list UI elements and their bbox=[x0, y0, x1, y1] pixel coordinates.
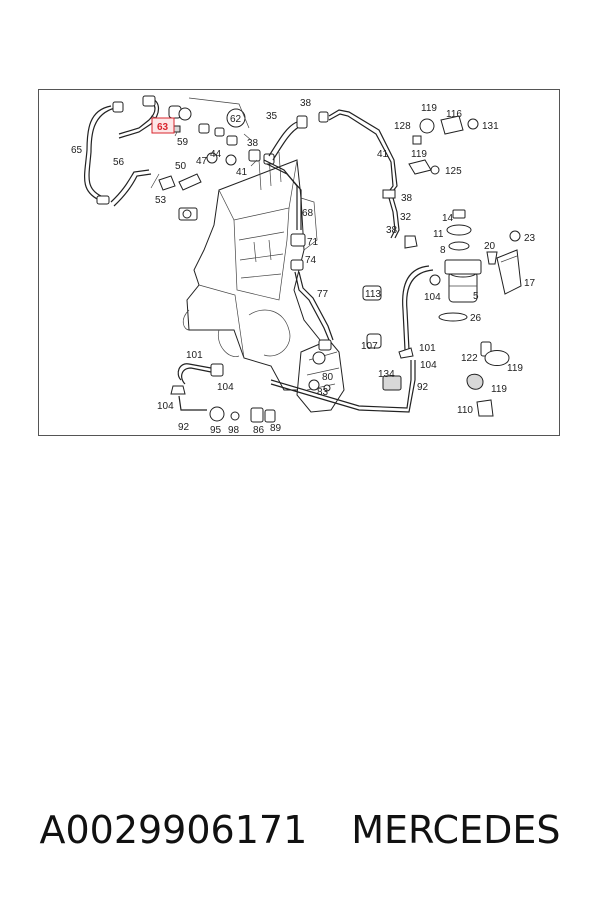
label-20: 20 bbox=[484, 241, 496, 252]
right-small-parts bbox=[362, 235, 418, 391]
exploded-view-drawing: 65 56 63 59 62 35 38 41 119 116 128 131 … bbox=[71, 95, 536, 435]
fuel-line-56 bbox=[110, 95, 160, 207]
label-104-mid: 104 bbox=[217, 382, 234, 393]
label-38-left: 38 bbox=[247, 138, 259, 149]
fuel-line-77 bbox=[294, 271, 334, 341]
label-80: 80 bbox=[322, 372, 334, 383]
label-116: 116 bbox=[446, 109, 462, 120]
clamp-26 bbox=[438, 312, 468, 322]
part-labels: 65 56 63 59 62 35 38 41 119 116 128 131 … bbox=[71, 98, 536, 435]
label-41-left: 41 bbox=[236, 167, 248, 178]
bolts-20-23 bbox=[486, 230, 521, 265]
label-56: 56 bbox=[113, 157, 125, 168]
label-63-highlighted: 63 bbox=[157, 122, 169, 133]
label-83: 83 bbox=[317, 387, 329, 398]
label-71: 71 bbox=[307, 237, 319, 248]
label-104-left: 104 bbox=[157, 401, 174, 412]
label-86: 86 bbox=[253, 425, 265, 435]
label-119-lower: 119 bbox=[507, 363, 523, 374]
label-68: 68 bbox=[302, 208, 314, 219]
label-74: 74 bbox=[305, 255, 317, 266]
label-131: 131 bbox=[482, 121, 499, 132]
parts-diagram: 65 56 63 59 62 35 38 41 119 116 128 131 … bbox=[38, 89, 560, 436]
upper-right-parts bbox=[408, 115, 479, 175]
label-50: 50 bbox=[175, 161, 187, 172]
banjo-fittings-bottom bbox=[209, 406, 276, 423]
bracket-17 bbox=[496, 249, 522, 295]
label-62: 62 bbox=[230, 114, 242, 125]
label-35: 35 bbox=[266, 111, 278, 122]
engine-block bbox=[178, 151, 325, 391]
label-104-filter: 104 bbox=[424, 292, 441, 303]
label-128: 128 bbox=[394, 121, 411, 132]
label-101-right: 101 bbox=[419, 343, 436, 354]
label-65: 65 bbox=[71, 145, 83, 156]
label-17: 17 bbox=[524, 278, 536, 289]
label-113: 113 bbox=[365, 289, 381, 300]
label-38-filter: 38 bbox=[386, 225, 398, 236]
lower-right-parts bbox=[466, 341, 510, 417]
return-hose-101-right bbox=[402, 265, 434, 351]
label-47: 47 bbox=[196, 156, 208, 167]
part-number: A0029906171 bbox=[39, 808, 308, 852]
label-38-right: 38 bbox=[401, 193, 413, 204]
label-119-top: 119 bbox=[421, 103, 437, 114]
return-line-41 bbox=[328, 109, 398, 197]
label-92-left: 92 bbox=[178, 422, 190, 433]
label-38-top: 38 bbox=[300, 98, 312, 109]
label-92-right: 92 bbox=[417, 382, 429, 393]
label-59: 59 bbox=[177, 137, 189, 148]
label-119-mid: 119 bbox=[411, 149, 427, 160]
label-11: 11 bbox=[433, 229, 444, 240]
label-98: 98 bbox=[228, 425, 240, 435]
highlight-box-63 bbox=[151, 117, 175, 134]
label-44: 44 bbox=[210, 149, 222, 160]
fittings-top bbox=[158, 105, 275, 191]
label-53: 53 bbox=[155, 195, 167, 206]
label-122: 122 bbox=[461, 353, 478, 364]
hose-32 bbox=[382, 189, 400, 239]
fuel-line-92 bbox=[270, 360, 416, 413]
filter-stack-14-11-8 bbox=[446, 209, 472, 251]
label-26: 26 bbox=[470, 313, 482, 324]
label-77: 77 bbox=[317, 289, 329, 300]
label-89: 89 bbox=[270, 423, 282, 434]
label-41-right: 41 bbox=[377, 149, 389, 160]
hose-101-left bbox=[170, 363, 224, 411]
label-95: 95 bbox=[210, 425, 222, 435]
label-119-bottom: 119 bbox=[491, 384, 507, 395]
label-8: 8 bbox=[440, 245, 446, 256]
fuel-filter bbox=[429, 259, 482, 303]
part-caption: A0029906171 MERCEDES bbox=[0, 800, 600, 860]
leak-line-68 bbox=[263, 159, 306, 271]
label-125: 125 bbox=[445, 166, 462, 177]
label-5: 5 bbox=[473, 291, 479, 302]
label-23: 23 bbox=[524, 233, 536, 244]
fuel-line-65 bbox=[84, 101, 124, 205]
label-134: 134 bbox=[378, 369, 395, 380]
label-32: 32 bbox=[400, 212, 412, 223]
label-107: 107 bbox=[361, 341, 378, 352]
label-101-left: 101 bbox=[186, 350, 203, 361]
label-14: 14 bbox=[442, 213, 454, 224]
injection-pump bbox=[296, 339, 345, 413]
brand-name: MERCEDES bbox=[351, 808, 561, 852]
label-110: 110 bbox=[457, 405, 473, 416]
return-hose-35 bbox=[268, 111, 329, 161]
label-104-right: 104 bbox=[420, 360, 437, 371]
